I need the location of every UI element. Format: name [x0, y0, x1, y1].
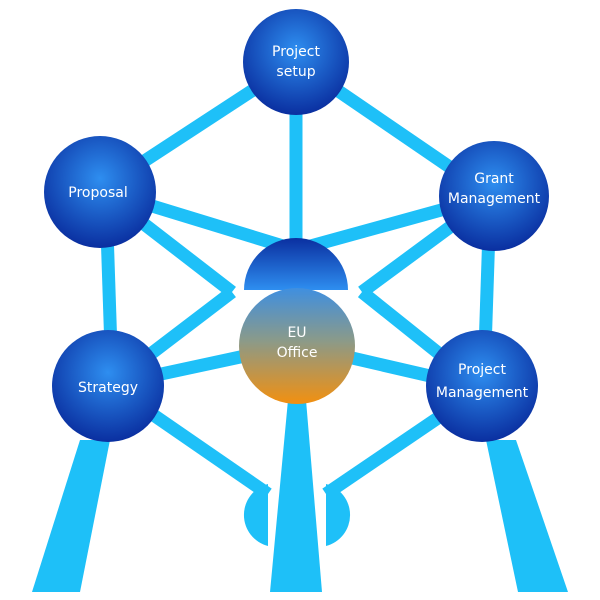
proposal-sphere: [44, 136, 156, 248]
grant-management-node: Grant Management: [439, 141, 549, 251]
center-cap-sphere: [244, 238, 348, 290]
bottom-sphere-right-half: [326, 484, 351, 546]
project-setup-label-line1: Project: [272, 44, 320, 60]
center-leg: [270, 400, 322, 592]
project-management-label-line1: Project: [458, 362, 506, 378]
proposal-label: Proposal: [68, 185, 127, 201]
bottom-sphere-left-half: [243, 484, 268, 546]
right-leg: [486, 440, 568, 592]
grant-management-label-line2: Management: [448, 191, 541, 207]
eu-office-label-line2: Office: [277, 345, 318, 361]
strategy-label: Strategy: [78, 380, 138, 396]
project-setup-node: Project setup: [243, 9, 349, 115]
eu-office-label-line1: EU: [287, 325, 306, 341]
project-management-node: Project Management: [426, 330, 538, 442]
project-management-sphere: [426, 330, 538, 442]
grant-management-label-line1: Grant: [474, 171, 514, 187]
strategy-sphere: [52, 330, 164, 442]
project-setup-sphere: [243, 9, 349, 115]
grant-management-sphere: [439, 141, 549, 251]
strategy-node: Strategy: [52, 330, 164, 442]
legs: [32, 400, 568, 592]
project-setup-label-line2: setup: [276, 64, 315, 80]
proposal-node: Proposal: [44, 136, 156, 248]
project-management-label-line2: Management: [436, 385, 529, 401]
left-leg: [32, 440, 110, 592]
eu-office-node: EU Office: [239, 288, 355, 404]
eu-office-sphere: [239, 288, 355, 404]
